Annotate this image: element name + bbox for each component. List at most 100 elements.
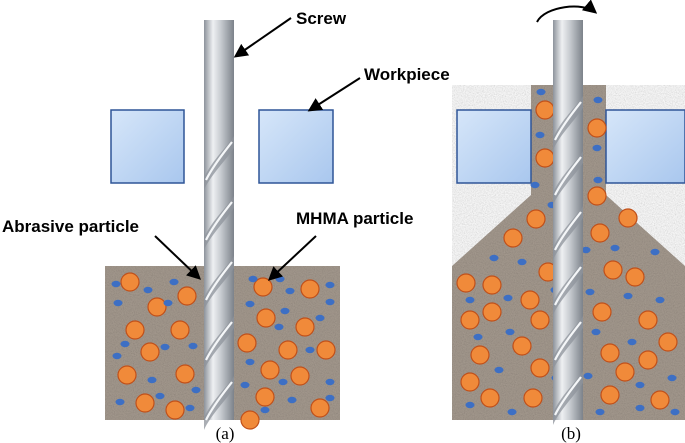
screw-flute-highlight	[554, 321, 582, 361]
abrasive-particle	[315, 314, 325, 322]
mhma-particle	[603, 260, 623, 280]
mhma-particle	[175, 364, 195, 384]
abrasive-particle	[465, 401, 475, 409]
mhma-particle	[255, 387, 275, 407]
abrasive-particle	[507, 408, 517, 416]
mhma-particle	[530, 358, 550, 378]
mhma-particle-label: MHMA particle	[296, 209, 413, 228]
abrasive-particle	[503, 294, 513, 302]
screw-flutes	[204, 136, 234, 430]
abrasive-particle	[505, 328, 515, 336]
abrasive-particle	[593, 96, 603, 104]
mhma-particle	[470, 345, 490, 365]
abrasive-particle	[655, 296, 665, 304]
abrasive-particle	[169, 278, 179, 286]
mhma-particle	[638, 350, 658, 370]
particles-a	[111, 272, 336, 430]
abrasive-particle	[473, 333, 483, 341]
mhma-particle	[587, 186, 607, 206]
abrasive-particle	[635, 381, 645, 389]
mhma-particle	[600, 343, 620, 363]
caption-a: (a)	[216, 424, 235, 443]
mhma-particle	[460, 310, 480, 330]
mhma-particle	[177, 286, 197, 306]
mhma-particle	[256, 308, 276, 328]
abrasive-particle	[494, 366, 504, 374]
mhma-particle	[456, 273, 476, 293]
abrasive-particle	[535, 131, 545, 139]
mhma-particle	[480, 388, 500, 408]
mhma-particle	[638, 310, 658, 330]
mhma-particle	[253, 277, 273, 297]
clockwise-rotation-arrow-icon	[536, 0, 598, 23]
abrasive-particle	[593, 176, 603, 184]
abrasive-particle	[160, 343, 170, 351]
abrasive-particle	[191, 386, 201, 394]
mhma-particle	[590, 223, 610, 243]
abrasive-particle	[287, 396, 297, 404]
mhma-particle	[658, 332, 678, 352]
abrasive-particle-label: Abrasive particle	[2, 217, 139, 236]
mhma-particle	[526, 209, 546, 229]
abrasive-particle	[583, 372, 593, 380]
mhma-particle	[316, 340, 336, 360]
caption-b: (b)	[561, 424, 581, 443]
abrasive-particle	[325, 394, 335, 402]
mhma-particle	[310, 398, 330, 418]
abrasive-particle	[147, 376, 157, 384]
workpiece-right-block	[605, 109, 685, 184]
mhma-particle	[147, 297, 167, 317]
screw-flute-highlight	[554, 376, 582, 416]
screw-flute-highlight	[554, 266, 582, 306]
abrasive-particle	[585, 288, 595, 296]
screw-flute-highlight	[205, 141, 233, 181]
abrasive-particle	[163, 299, 173, 307]
abrasive-particle	[536, 88, 546, 96]
mhma-particle	[170, 320, 190, 340]
mhma-particle	[482, 302, 502, 322]
mhma-particle	[535, 100, 555, 120]
abrasive-particle	[143, 286, 153, 294]
abrasive-particle	[188, 342, 198, 350]
mhma-particle	[460, 372, 480, 392]
mhma-particle	[650, 390, 670, 410]
abrasive-particle	[280, 307, 290, 315]
abrasive-particle	[670, 408, 680, 416]
mhma-particle	[125, 320, 145, 340]
abrasive-particle	[240, 381, 250, 389]
mhma-particle	[618, 208, 638, 228]
abrasive-particle	[111, 280, 121, 288]
abrasive-particle	[627, 338, 637, 346]
workpiece-left-block	[456, 109, 532, 184]
abrasive-particle	[623, 292, 633, 300]
abrasive-particle	[325, 378, 335, 386]
abrasive-particle	[113, 299, 123, 307]
mhma-particle	[165, 400, 185, 420]
screw-a	[204, 20, 234, 430]
mhma-particle	[300, 279, 320, 299]
mhma-particle	[503, 228, 523, 248]
mhma-particle	[295, 317, 315, 337]
mhma-particle	[592, 302, 612, 322]
abrasive-particle	[245, 300, 255, 308]
mhma-particle	[117, 365, 137, 385]
screw-leader-arrow	[233, 17, 292, 58]
mhma-particle	[523, 388, 543, 408]
workpiece-a	[110, 109, 334, 184]
screw-flute-highlight	[205, 321, 233, 361]
abrasive-particle	[610, 244, 620, 252]
mhma-particle	[240, 410, 260, 430]
mhma-particle	[237, 333, 257, 353]
abrasive-particle	[592, 144, 602, 152]
abrasive-particle	[274, 323, 284, 331]
abrasive-particle	[650, 248, 660, 256]
mhma-particle	[120, 272, 140, 292]
abrasive-particle	[285, 287, 295, 295]
abrasive-particle	[530, 181, 540, 189]
mhma-particle	[615, 362, 635, 382]
annotations: Screw Workpiece Abrasive particle MHMA p…	[2, 9, 581, 443]
mhma-particle	[625, 267, 645, 287]
mhma-particle	[600, 385, 620, 405]
mhma-particle	[520, 290, 540, 310]
